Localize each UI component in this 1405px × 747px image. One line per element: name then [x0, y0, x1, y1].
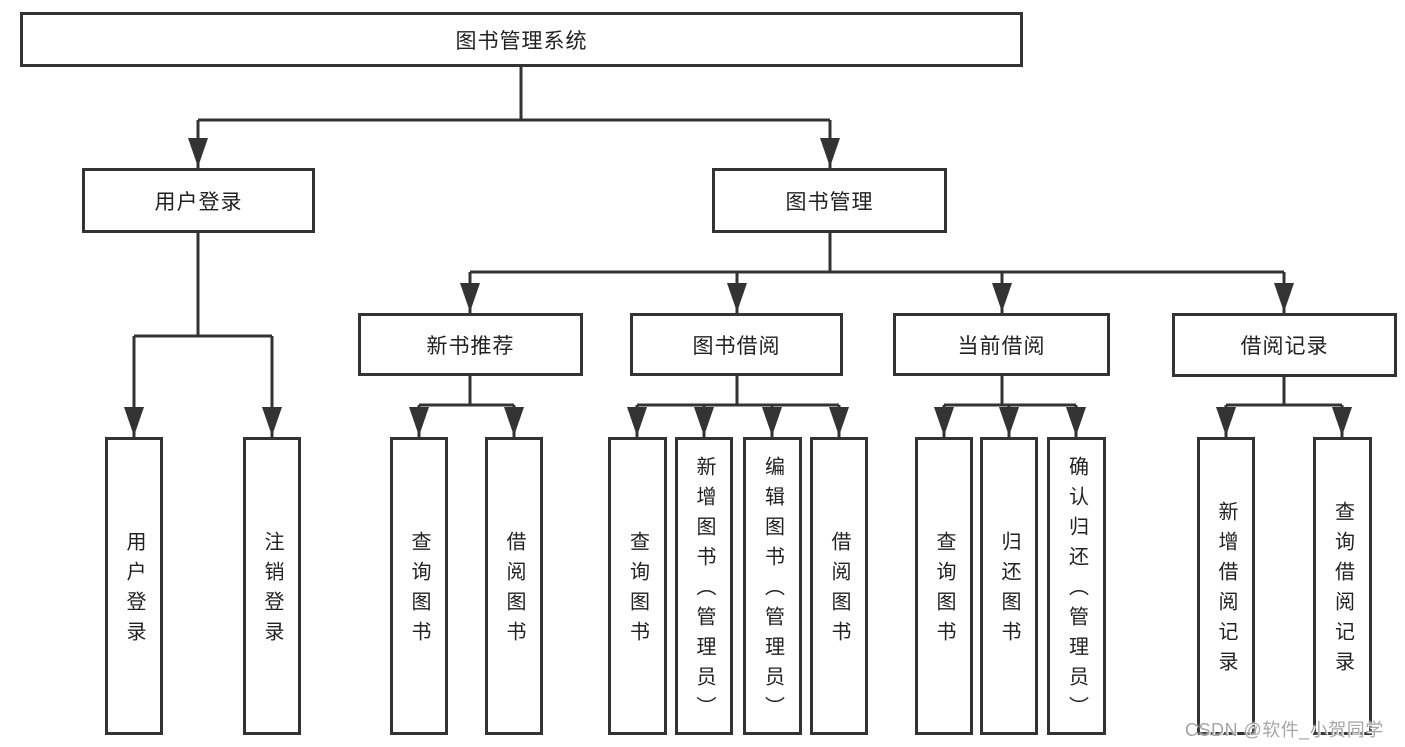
leaf-newbook-query-books: 查询图书	[390, 437, 448, 735]
node-new-book-recommend: 新书推荐	[358, 313, 583, 376]
node-book-management-system: 图书管理系统	[20, 12, 1023, 67]
node-label: 图书管理系统	[455, 29, 588, 53]
node-label: 图书借阅	[692, 334, 781, 358]
leaf-label: 查询借阅记录	[1331, 501, 1354, 681]
node-current-borrow: 当前借阅	[893, 313, 1110, 376]
leaf-label: 借阅图书	[828, 531, 850, 651]
leaf-current-return-books: 归还图书	[980, 437, 1038, 735]
leaf-current-query-books: 查询图书	[915, 437, 973, 735]
node-label: 借阅记录	[1240, 335, 1329, 358]
node-book-management: 图书管理	[712, 168, 947, 233]
csdn-watermark: CSDN @软件_小贺同学	[1185, 720, 1384, 740]
node-borrow-records: 借阅记录	[1172, 313, 1397, 377]
leaf-current-confirm-return-admin: 确认归还（管理员）	[1047, 437, 1106, 735]
node-label: 当前借阅	[957, 334, 1046, 358]
leaf-label: 借阅图书	[503, 531, 525, 651]
node-label: 用户登录	[154, 190, 243, 214]
node-label: 新书推荐	[426, 334, 515, 358]
leaf-label: 查询图书	[626, 531, 649, 651]
leaf-label: 用户登录	[123, 531, 145, 651]
leaf-record-query-borrow-record: 查询借阅记录	[1313, 437, 1372, 735]
leaf-newbook-borrow-books: 借阅图书	[485, 437, 543, 735]
leaf-label: 查询图书	[933, 531, 955, 651]
leaf-borrow-add-books-admin: 新增图书（管理员）	[675, 437, 733, 735]
leaf-borrow-borrow-books: 借阅图书	[810, 437, 868, 735]
node-user-login: 用户登录	[82, 168, 315, 233]
tree-edges	[132, 67, 1344, 439]
node-book-borrow: 图书借阅	[630, 313, 843, 376]
leaf-label: 新增借阅记录	[1215, 501, 1237, 681]
leaf-label: 确认归还（管理员）	[1065, 456, 1088, 726]
leaf-user-login: 用户登录	[105, 437, 163, 735]
leaf-borrow-query-books: 查询图书	[608, 437, 667, 735]
leaf-label: 注销登录	[261, 531, 283, 651]
leaf-label: 编辑图书（管理员）	[761, 456, 784, 726]
leaf-label: 归还图书	[998, 531, 1020, 651]
node-label: 图书管理	[785, 190, 874, 214]
arrowheads	[124, 138, 1352, 436]
leaf-label: 查询图书	[408, 531, 430, 651]
leaf-logout: 注销登录	[243, 437, 301, 735]
leaf-record-add-borrow-record: 新增借阅记录	[1197, 437, 1255, 735]
leaf-borrow-edit-books-admin: 编辑图书（管理员）	[743, 437, 802, 735]
leaf-label: 新增图书（管理员）	[693, 456, 715, 726]
